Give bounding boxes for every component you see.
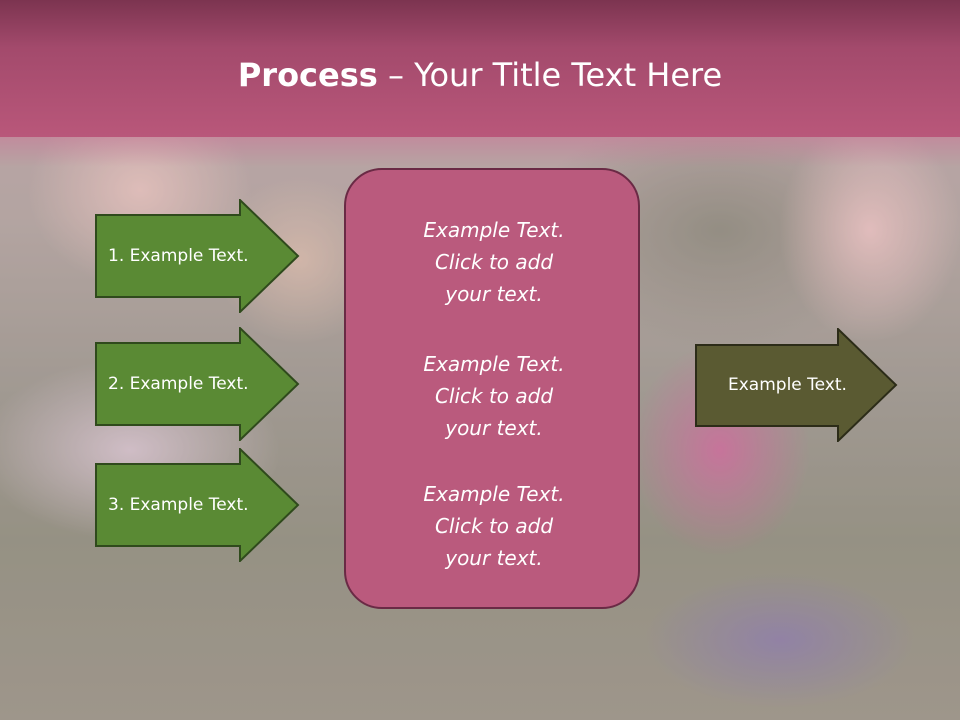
center-block-3-line3: your text. — [445, 546, 543, 570]
title-bar-fade — [0, 137, 960, 167]
title-bold: Process — [237, 56, 378, 94]
center-block-2-line1: Example Text. — [423, 352, 565, 376]
center-block-3-line2: Click to add — [434, 514, 554, 538]
left-arrow-1-label: 1. Example Text. — [108, 246, 249, 266]
center-text-box[interactable]: Example Text. Click to add your text. Ex… — [344, 168, 640, 609]
center-block-2: Example Text. Click to add your text. — [346, 348, 642, 444]
center-block-2-line2: Click to add — [434, 384, 554, 408]
arrow-right-icon — [695, 328, 898, 442]
arrow-right-icon — [95, 327, 300, 441]
center-block-2-line3: your text. — [445, 416, 543, 440]
center-block-3-line1: Example Text. — [423, 482, 565, 506]
center-block-1: Example Text. Click to add your text. — [346, 214, 642, 310]
arrow-right-icon — [95, 448, 300, 562]
center-block-1-line3: your text. — [445, 282, 543, 306]
right-arrow-label: Example Text. — [728, 375, 847, 395]
arrow-right-icon — [95, 199, 300, 313]
title-rest: – Your Title Text Here — [377, 56, 723, 94]
left-arrow-2[interactable]: 2. Example Text. — [95, 327, 300, 441]
center-block-1-line1: Example Text. — [423, 218, 565, 242]
right-arrow[interactable]: Example Text. — [695, 328, 900, 442]
center-block-1-line2: Click to add — [434, 250, 554, 274]
center-block-3: Example Text. Click to add your text. — [346, 478, 642, 574]
left-arrow-1[interactable]: 1. Example Text. — [95, 199, 300, 313]
left-arrow-3[interactable]: 3. Example Text. — [95, 448, 300, 562]
title-bar — [0, 0, 960, 137]
left-arrow-3-label: 3. Example Text. — [108, 495, 249, 515]
left-arrow-2-label: 2. Example Text. — [108, 374, 249, 394]
slide-title[interactable]: Process – Your Title Text Here — [0, 52, 960, 98]
